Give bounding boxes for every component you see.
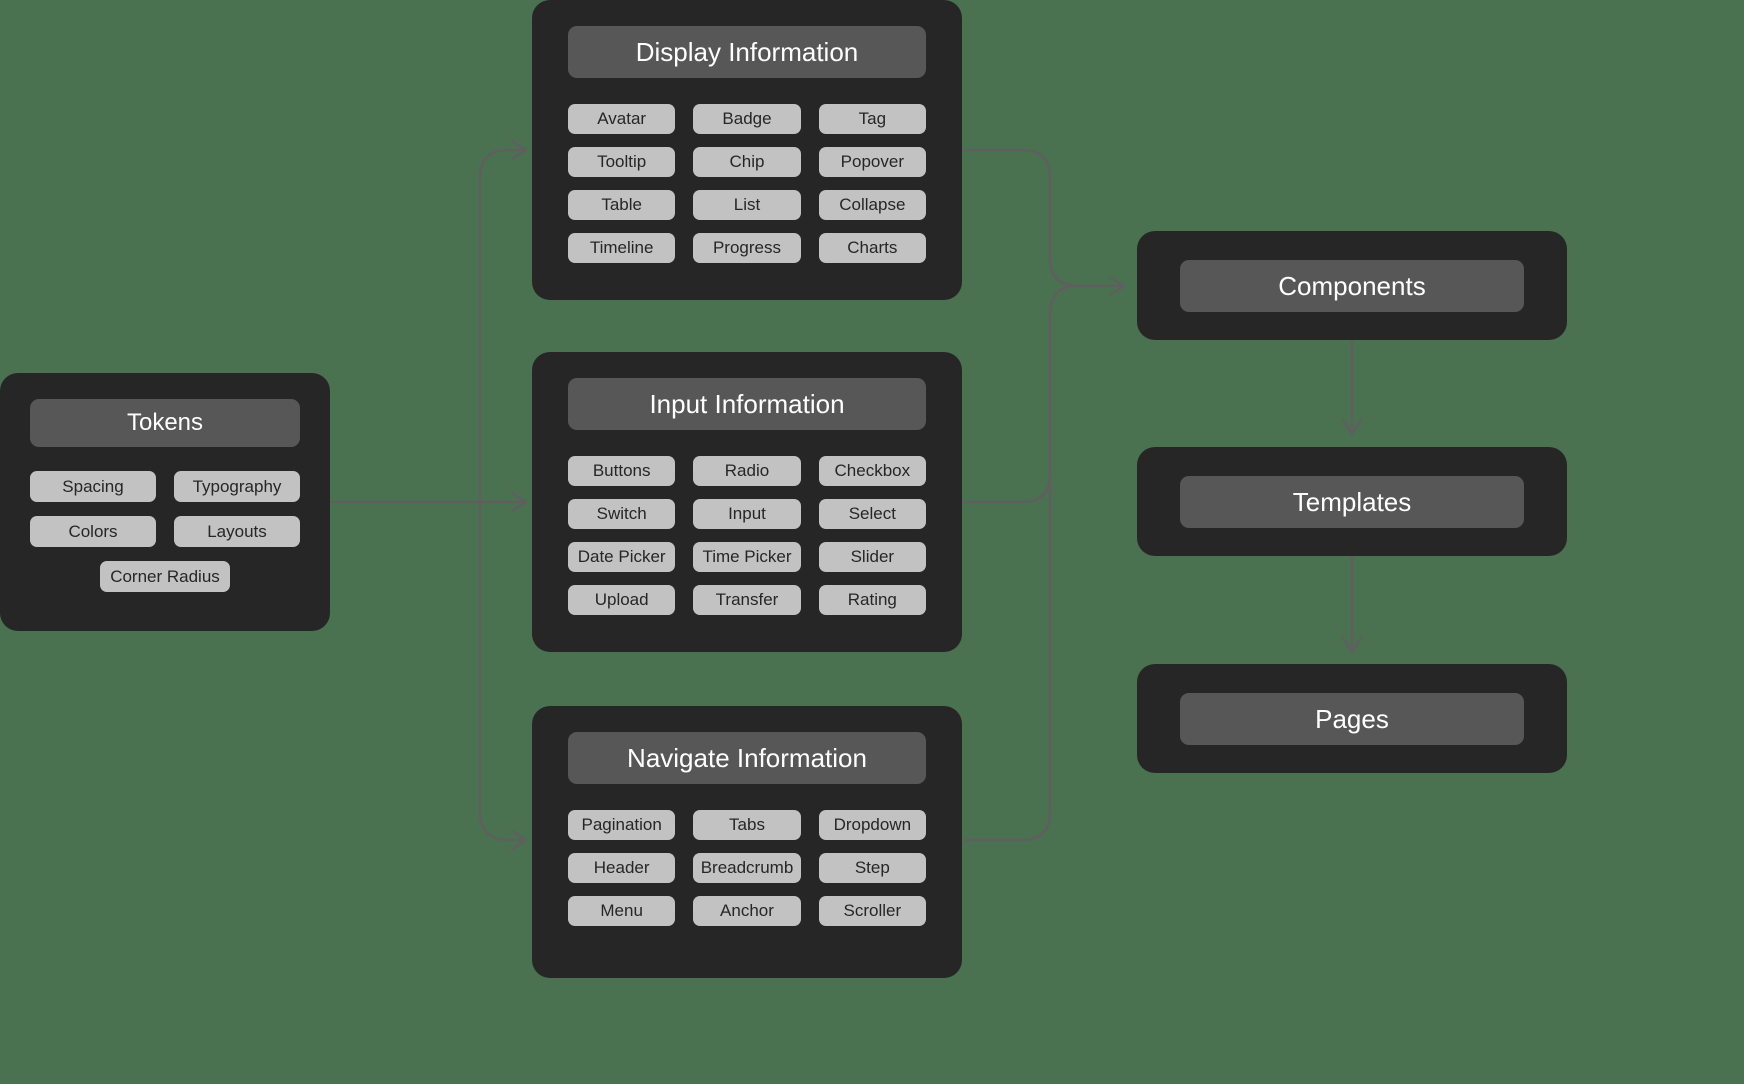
chip-charts[interactable]: Charts <box>818 233 926 263</box>
node-pages-title: Pages <box>1180 692 1524 745</box>
chip-table[interactable]: Table <box>568 190 676 220</box>
chip-collapse[interactable]: Collapse <box>818 190 926 220</box>
edge-arrow-input <box>510 491 528 513</box>
node-templates[interactable]: Templates <box>1137 447 1567 556</box>
token-chip-corner-radius[interactable]: Corner Radius <box>100 561 230 592</box>
node-templates-title: Templates <box>1180 475 1524 528</box>
edge-tokens-to-navigate <box>478 500 526 842</box>
chip-pagination[interactable]: Pagination <box>568 810 676 840</box>
edge-tokens-to-display <box>478 148 526 504</box>
display-chip-grid: Avatar Badge Tag Tooltip Chip Popover Ta… <box>568 104 926 263</box>
chip-radio[interactable]: Radio <box>693 456 801 486</box>
chip-select[interactable]: Select <box>818 499 926 529</box>
chip-avatar[interactable]: Avatar <box>568 104 676 134</box>
node-tokens-title: Tokens <box>30 399 300 447</box>
token-chip-layouts[interactable]: Layouts <box>174 516 300 547</box>
chip-tabs[interactable]: Tabs <box>693 810 801 840</box>
chip-input[interactable]: Input <box>693 499 801 529</box>
chip-checkbox[interactable]: Checkbox <box>818 456 926 486</box>
chip-buttons[interactable]: Buttons <box>568 456 676 486</box>
token-chip-colors[interactable]: Colors <box>30 516 156 547</box>
chip-menu[interactable]: Menu <box>568 896 676 926</box>
edge-navigate-merge <box>963 312 1052 842</box>
node-components[interactable]: Components <box>1137 231 1567 340</box>
navigate-chip-grid: Pagination Tabs Dropdown Header Breadcru… <box>568 810 926 926</box>
edge-display-merge <box>963 148 1124 288</box>
node-input-information[interactable]: Input Information Buttons Radio Checkbox… <box>532 352 962 652</box>
chip-time-picker[interactable]: Time Picker <box>693 542 801 572</box>
chip-anchor[interactable]: Anchor <box>693 896 801 926</box>
token-chip-typography[interactable]: Typography <box>174 471 300 502</box>
node-input-title: Input Information <box>568 378 926 430</box>
chip-chip[interactable]: Chip <box>693 147 801 177</box>
node-pages[interactable]: Pages <box>1137 664 1567 773</box>
chip-scroller[interactable]: Scroller <box>818 896 926 926</box>
chip-rating[interactable]: Rating <box>818 585 926 615</box>
edge-input-merge <box>963 284 1080 504</box>
token-chip-spacing[interactable]: Spacing <box>30 471 156 502</box>
chip-header[interactable]: Header <box>568 853 676 883</box>
chip-switch[interactable]: Switch <box>568 499 676 529</box>
chip-tag[interactable]: Tag <box>818 104 926 134</box>
chip-tooltip[interactable]: Tooltip <box>568 147 676 177</box>
edge-arrow-display <box>510 139 528 161</box>
chip-timeline[interactable]: Timeline <box>568 233 676 263</box>
input-chip-grid: Buttons Radio Checkbox Switch Input Sele… <box>568 456 926 615</box>
chip-date-picker[interactable]: Date Picker <box>568 542 676 572</box>
edge-arrow-pages <box>1341 636 1363 654</box>
chip-popover[interactable]: Popover <box>818 147 926 177</box>
node-navigate-title: Navigate Information <box>568 732 926 784</box>
chip-breadcrumb[interactable]: Breadcrumb <box>693 853 801 883</box>
chip-transfer[interactable]: Transfer <box>693 585 801 615</box>
chip-step[interactable]: Step <box>818 853 926 883</box>
node-components-title: Components <box>1180 259 1524 312</box>
node-display-information[interactable]: Display Information Avatar Badge Tag Too… <box>532 0 962 300</box>
chip-badge[interactable]: Badge <box>693 104 801 134</box>
node-display-title: Display Information <box>568 26 926 78</box>
tokens-item-grid: Spacing Typography Colors Layouts Corner… <box>30 471 300 592</box>
chip-list[interactable]: List <box>693 190 801 220</box>
edge-arrow-components <box>1108 275 1126 297</box>
chip-progress[interactable]: Progress <box>693 233 801 263</box>
chip-slider[interactable]: Slider <box>818 542 926 572</box>
chip-upload[interactable]: Upload <box>568 585 676 615</box>
edge-arrow-templates <box>1341 418 1363 436</box>
edge-arrow-navigate <box>510 829 528 851</box>
node-tokens[interactable]: Tokens Spacing Typography Colors Layouts… <box>0 373 330 631</box>
node-navigate-information[interactable]: Navigate Information Pagination Tabs Dro… <box>532 706 962 978</box>
chip-dropdown[interactable]: Dropdown <box>818 810 926 840</box>
